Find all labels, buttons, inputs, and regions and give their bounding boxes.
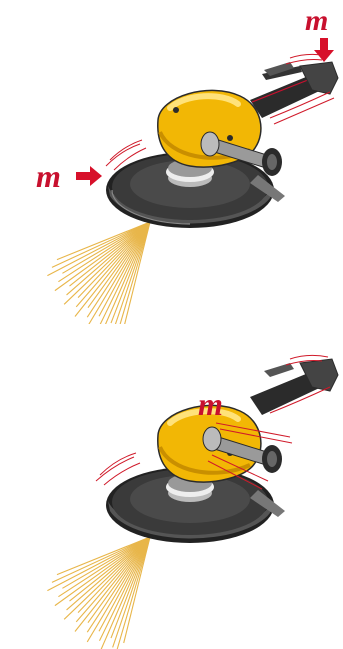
motor-body xyxy=(250,359,338,415)
top-grinder-panel: m m xyxy=(0,0,343,324)
force-arrow-side xyxy=(76,166,102,186)
mass-label-top: m xyxy=(305,4,328,37)
mass-label-side: m xyxy=(36,158,61,194)
angle-grinder-icon: m m xyxy=(0,0,343,324)
sparks-fan xyxy=(47,222,150,324)
angle-grinder-icon: m xyxy=(0,325,343,649)
bottom-grinder-panel: m xyxy=(0,325,343,649)
motor-body xyxy=(250,62,338,118)
mass-label-body: m xyxy=(198,386,223,422)
sparks-fan xyxy=(47,537,150,649)
force-arrow-top xyxy=(314,38,334,62)
